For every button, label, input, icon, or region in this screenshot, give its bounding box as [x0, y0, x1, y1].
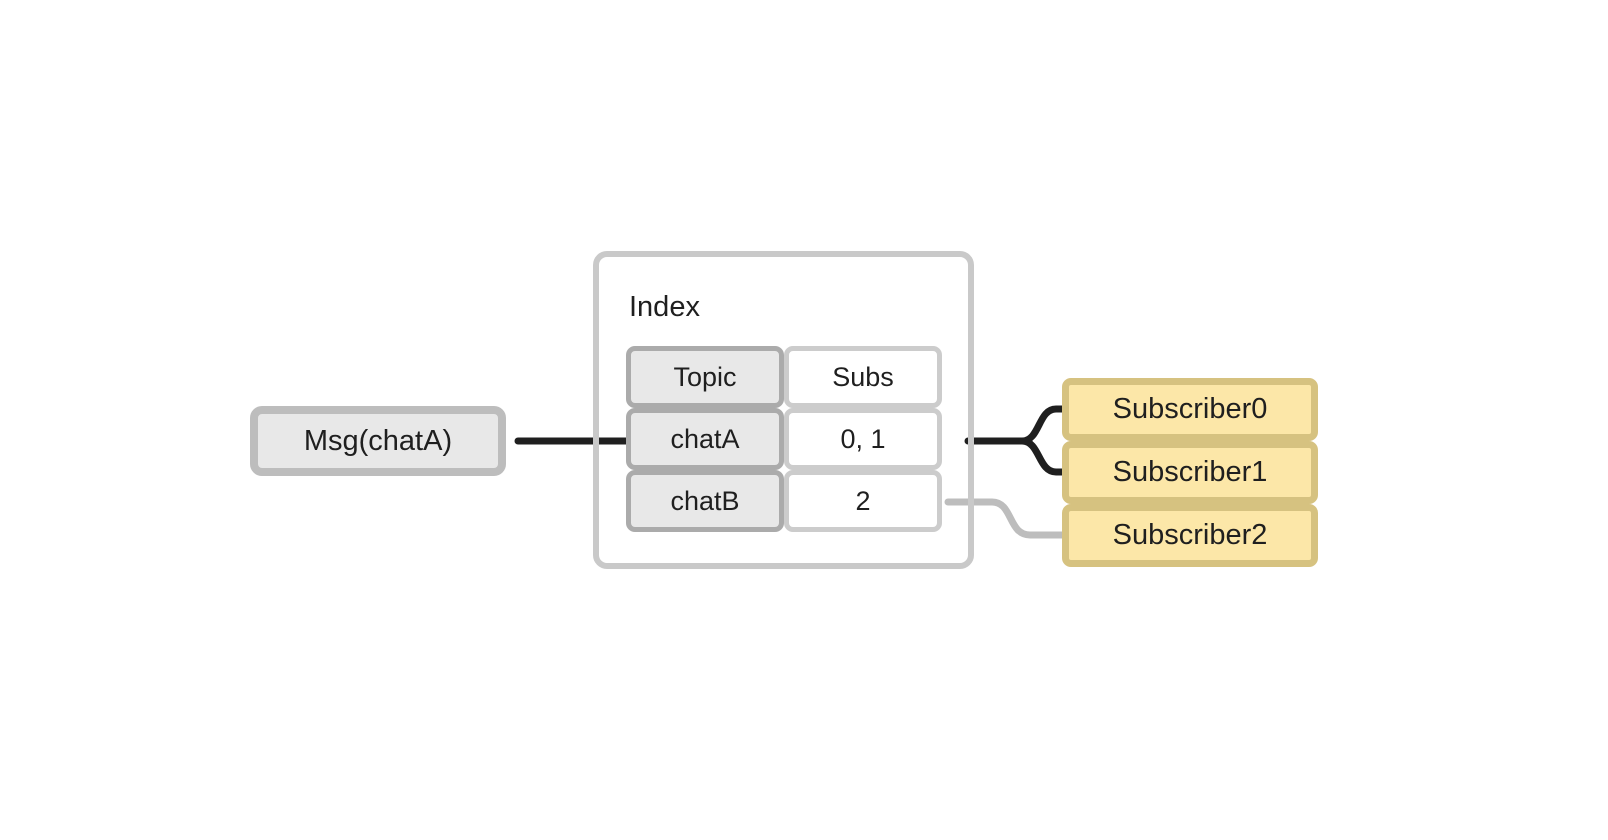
- table-cell-topic-chatA: chatA: [626, 408, 784, 470]
- subscriber-label: Subscriber2: [1112, 519, 1268, 551]
- message-node[interactable]: Msg(chatA): [250, 406, 506, 476]
- subscriber-node-1[interactable]: Subscriber1: [1062, 441, 1318, 504]
- index-subgraph-title: Index: [629, 291, 700, 323]
- table-cell-subs-chatB: 2: [784, 470, 942, 532]
- table-cell-topic-chatB: chatB: [626, 470, 784, 532]
- message-label: Msg(chatA): [303, 424, 453, 457]
- subscriber-node-0[interactable]: Subscriber0: [1062, 378, 1318, 441]
- subscriber-label: Subscriber1: [1112, 456, 1268, 488]
- table-header-subs: Subs: [784, 346, 942, 408]
- index-table: Topic Subs chatA 0, 1 chatB 2: [626, 346, 942, 532]
- table-row[interactable]: chatA 0, 1: [626, 408, 942, 470]
- table-row[interactable]: chatB 2: [626, 470, 942, 532]
- table-header-row: Topic Subs: [626, 346, 942, 408]
- table-header-topic: Topic: [626, 346, 784, 408]
- index-subgraph-container: [593, 251, 974, 569]
- table-cell-subs-chatA: 0, 1: [784, 408, 942, 470]
- subscriber-label: Subscriber0: [1112, 393, 1268, 425]
- subscriber-node-2[interactable]: Subscriber2: [1062, 504, 1318, 567]
